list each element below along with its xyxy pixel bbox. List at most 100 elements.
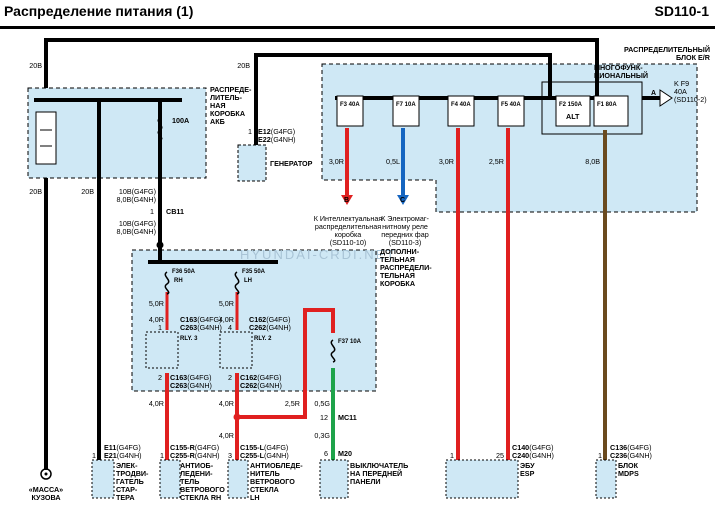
fuse-f1-label: F1 80A — [597, 102, 617, 108]
generator-label: ГЕНЕРАТОР — [270, 159, 313, 168]
conn-m20: M20 — [338, 449, 352, 458]
pin: 1 — [92, 451, 96, 460]
fuse-f35-icon — [234, 271, 240, 295]
pin: 2 — [158, 373, 162, 382]
wire-label-50r-a: 5,0R — [148, 299, 164, 308]
er-fuse-icons — [336, 95, 629, 127]
wire-label-80b: 8,0B — [585, 157, 600, 166]
conn-e21: E21(G4NH) — [104, 451, 142, 460]
wire-label-10b: 10B(G4FG)8,0B(G4NH) — [116, 187, 156, 204]
fuse-100a-label: 100A — [172, 116, 190, 125]
wire-label-50r-b: 5,0R — [218, 299, 234, 308]
wire-label-20b-left: 20B — [29, 187, 42, 196]
arrow-a-letter: A — [651, 90, 657, 97]
ground-icon — [40, 468, 52, 480]
conn-e11: E11(G4FG) — [104, 443, 141, 452]
starter-box — [91, 459, 115, 499]
conn-c262a: C262(G4NH) — [249, 323, 291, 332]
relay-2-icon — [219, 331, 253, 369]
arrow-c-letter: C — [400, 197, 406, 204]
wire-label-05g: 0,5G — [314, 399, 330, 408]
conn-c162b: C162(G4FG) — [240, 373, 282, 382]
multi-fuse-label: МНОГОФУНК-ЦИОНАЛЬНЫЙ — [594, 63, 649, 80]
pin: 4 — [228, 323, 232, 332]
pin: 3 — [228, 451, 232, 460]
pin: 1 — [160, 451, 164, 460]
conn-c262b: C262(G4NH) — [240, 381, 282, 390]
wire-label-40r-e: 4,0R — [218, 431, 234, 440]
fuse-f4-label: F4 40A — [451, 102, 471, 108]
wire-label-05l: 0,5L — [386, 157, 400, 166]
rh-label: RH — [174, 278, 183, 284]
wire-battery-main — [44, 38, 599, 98]
pin: 25 — [496, 451, 504, 460]
fuse-f5-label: F5 40A — [501, 102, 521, 108]
relay-3-icon — [145, 331, 179, 369]
page-title: Распределение питания (1) — [4, 3, 194, 19]
wire-generator — [254, 53, 552, 145]
wire-label-40r-a: 4,0R — [148, 315, 164, 324]
fuse-f2-label: F2 150A — [559, 102, 583, 108]
conn-c136: C136(G4FG) — [610, 443, 652, 452]
wire-label-03g: 0,3G — [314, 431, 330, 440]
arrow-b-icon — [341, 195, 353, 205]
wire-label-25r-2: 2,5R — [284, 399, 300, 408]
ground-label: «МАССА»КУЗОВА — [28, 485, 64, 502]
conn-cb11: CB11 — [166, 207, 184, 216]
fuse-f35-label: F35 50A — [242, 269, 266, 275]
wire-label-20b-top: 20B — [29, 61, 42, 70]
defog-lh-box — [227, 459, 249, 499]
conn-mc11: MC11 — [338, 413, 357, 422]
fuse-f37-label: F37 10A — [338, 339, 362, 345]
relay-2-label: RLY. 2 — [254, 336, 272, 342]
diagram-code: SD110-1 — [654, 3, 709, 19]
wire-label-30r: 3,0R — [328, 157, 344, 166]
wire-label-40r-b: 4,0R — [218, 315, 234, 324]
wire-label-25r: 2,5R — [488, 157, 504, 166]
fuse-f3-label: F3 40A — [340, 102, 360, 108]
defog-rh-box — [159, 459, 181, 499]
fuse-100a-icon — [157, 117, 163, 141]
conn-c140: C140(G4FG) — [512, 443, 554, 452]
conn-c255r: C255-R(G4NH) — [170, 451, 220, 460]
conn-c263b: C263(G4NH) — [170, 381, 212, 390]
wire-red-loop — [237, 308, 335, 419]
pin: 1 — [598, 451, 602, 460]
header-rule — [0, 26, 715, 29]
conn-e12: E12(G4FG) — [258, 127, 296, 136]
pin: 1 — [248, 127, 252, 136]
battery-box — [27, 87, 207, 179]
battery-icon — [35, 111, 57, 165]
lh-label: LH — [244, 278, 252, 284]
pin: 1 — [158, 323, 162, 332]
wire-label-30r-2: 3,0R — [438, 157, 454, 166]
fuse-f36-label: F36 50A — [172, 269, 196, 275]
pin: 6 — [324, 449, 328, 458]
conn-c255l: C255-L(G4NH) — [240, 451, 289, 460]
generator-box — [237, 144, 267, 182]
arrow-a-icon — [659, 89, 673, 107]
conn-c163b: C163(G4FG) — [170, 373, 212, 382]
pin: 1 — [450, 451, 454, 460]
watermark: HYUNDAI-CRDI.NET — [240, 247, 397, 262]
fuse-f7-label: F7 10A — [396, 102, 416, 108]
pin: 2 — [228, 373, 232, 382]
fuse-f36-icon — [164, 271, 170, 295]
alt-label: ALT — [566, 112, 580, 121]
wire-label-40r-c: 4,0R — [148, 399, 164, 408]
conn-c155l: C155-L(G4FG) — [240, 443, 289, 452]
pin: 1 — [150, 207, 154, 216]
wire-label-20b-bot: 20B — [81, 187, 94, 196]
conn-c162a: C162(G4FG) — [249, 315, 291, 324]
front-switch-box — [319, 459, 349, 499]
